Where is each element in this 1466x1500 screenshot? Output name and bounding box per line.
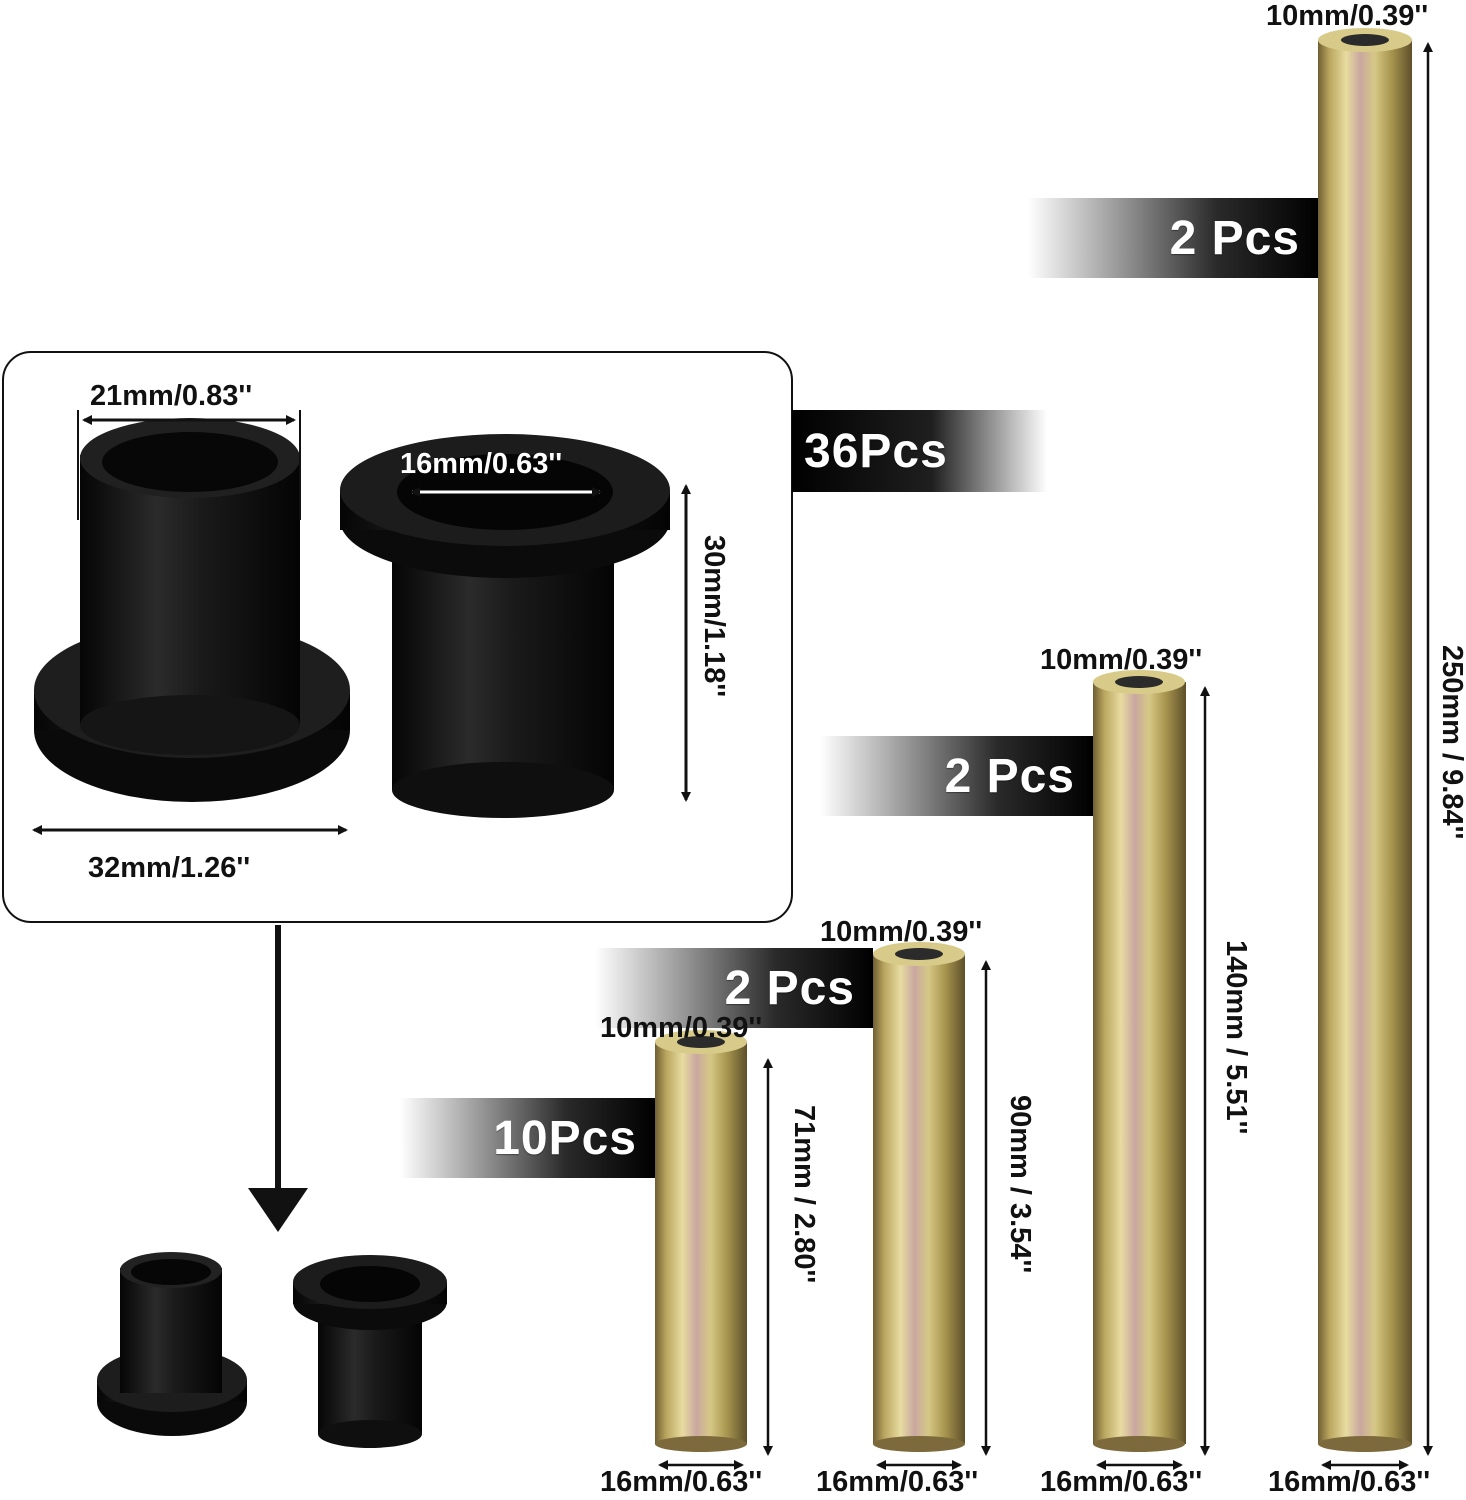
dimension-label: 250mm / 9.84'' [1436,645,1466,840]
dimension-label: 16mm/0.63'' [600,1466,763,1498]
dimension-label: 32mm/1.26'' [88,852,251,884]
dimension-label: 16mm/0.63'' [1040,1466,1203,1498]
dimension-label: 10mm/0.39'' [600,1012,763,1044]
dimension-label: 10mm/0.39'' [1266,0,1429,32]
dimension-label: 140mm / 5.51'' [1220,940,1252,1135]
dimension-label: 71mm / 2.80'' [788,1105,820,1284]
quantity-badge: 36Pcs [792,410,1047,492]
dimension-label: 10mm/0.39'' [1040,644,1203,676]
dimension-label: 10mm/0.39'' [820,916,983,948]
tube-140mm [1093,670,1186,1452]
quantity-badge: 2 Pcs [1028,198,1318,278]
dimension-label: 30mm/1.18'' [698,535,730,698]
down-arrow-icon [248,1188,308,1232]
tube-90mm [873,942,965,1452]
bushing-left [34,418,350,802]
small-bushing-right [293,1255,447,1448]
dimension-label: 16mm/0.63'' [1268,1466,1431,1498]
quantity-badge: 10Pcs [400,1098,655,1178]
quantity-badge: 2 Pcs [820,736,1093,816]
dimension-label: 21mm/0.83'' [90,380,253,412]
small-bushing-left [97,1252,247,1436]
dimension-label: 90mm / 3.54'' [1004,1095,1036,1274]
quantity-badge: 2 Pcs [595,948,873,1028]
dimension-label: 16mm/0.63'' [400,448,563,480]
tube-71mm [655,1030,747,1452]
tube-250mm [1318,28,1412,1452]
dimension-label: 16mm/0.63'' [816,1466,979,1498]
